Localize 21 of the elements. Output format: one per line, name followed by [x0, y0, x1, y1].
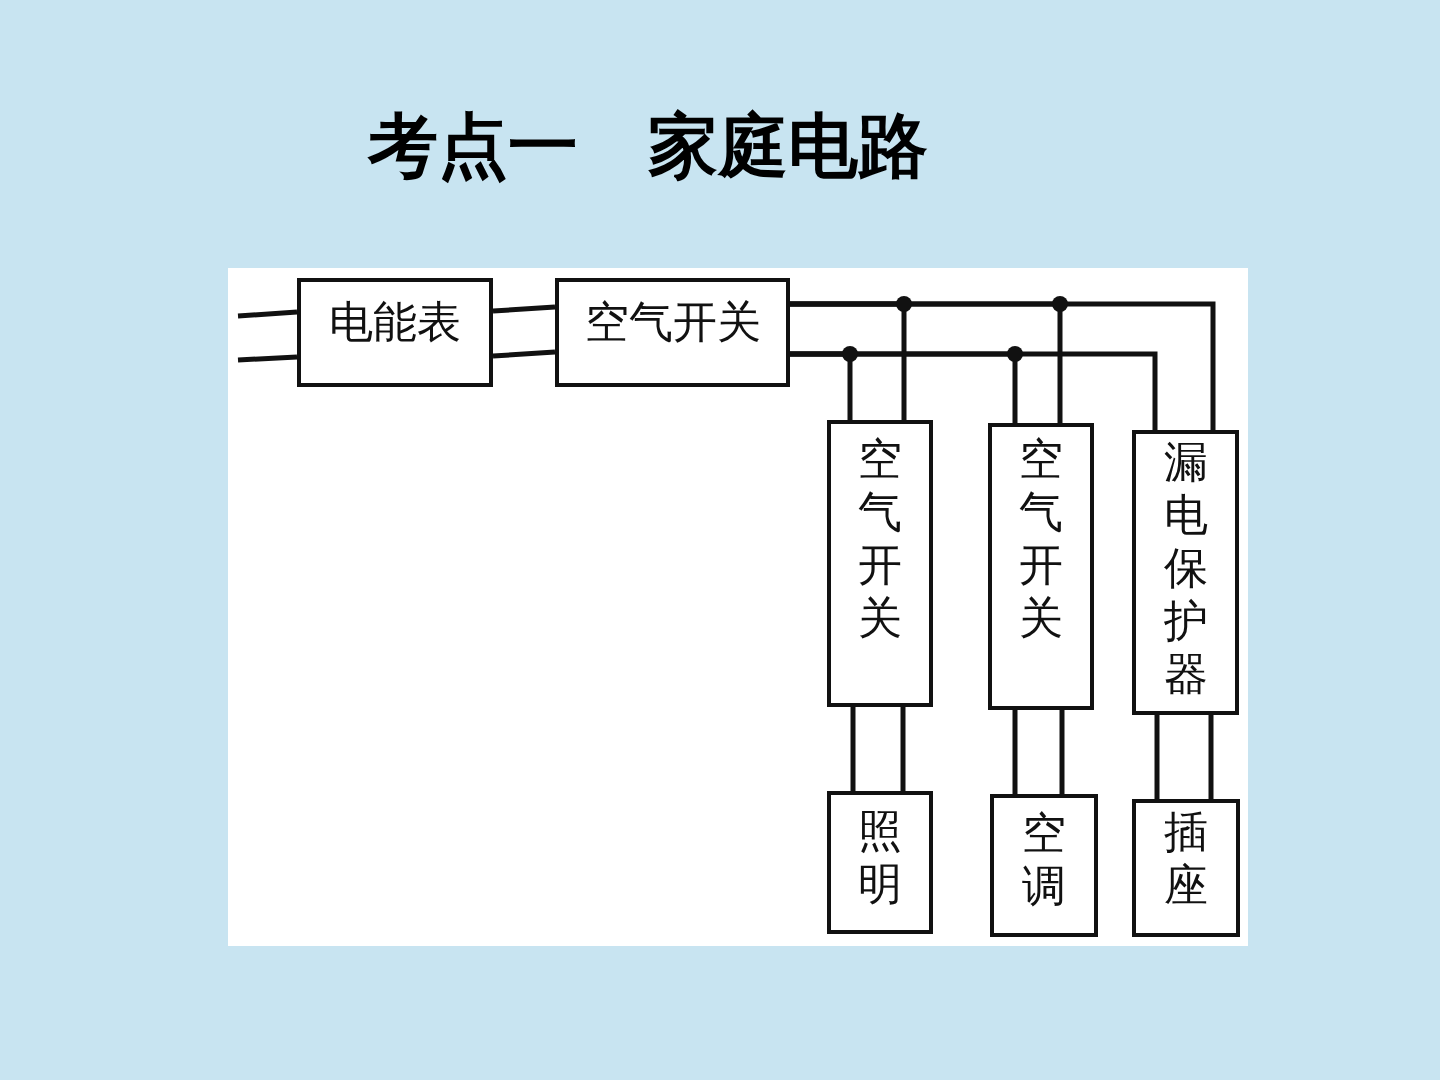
wire: [1059, 710, 1065, 794]
protector-box: 漏电保护器: [1132, 430, 1239, 715]
wire: [492, 349, 556, 359]
wire: [1012, 710, 1018, 794]
wire: [850, 707, 856, 791]
wire: [790, 351, 1158, 430]
title: 考点一 家庭电路: [368, 104, 928, 188]
wire: [900, 707, 906, 791]
wire: [790, 301, 1216, 430]
wire: [1154, 715, 1160, 799]
wire: [237, 354, 298, 363]
load-box: 插座: [1132, 799, 1240, 937]
breaker-box: 空气开关: [555, 278, 790, 387]
wire: [237, 309, 298, 319]
wire: [492, 304, 556, 314]
breaker-box: 空气开关: [827, 420, 933, 707]
load-box: 空调: [990, 794, 1098, 937]
breaker-box: 空气开关: [988, 423, 1094, 710]
meter-box: 电能表: [297, 278, 493, 387]
wire: [1208, 715, 1214, 799]
load-box: 照明: [827, 791, 933, 934]
